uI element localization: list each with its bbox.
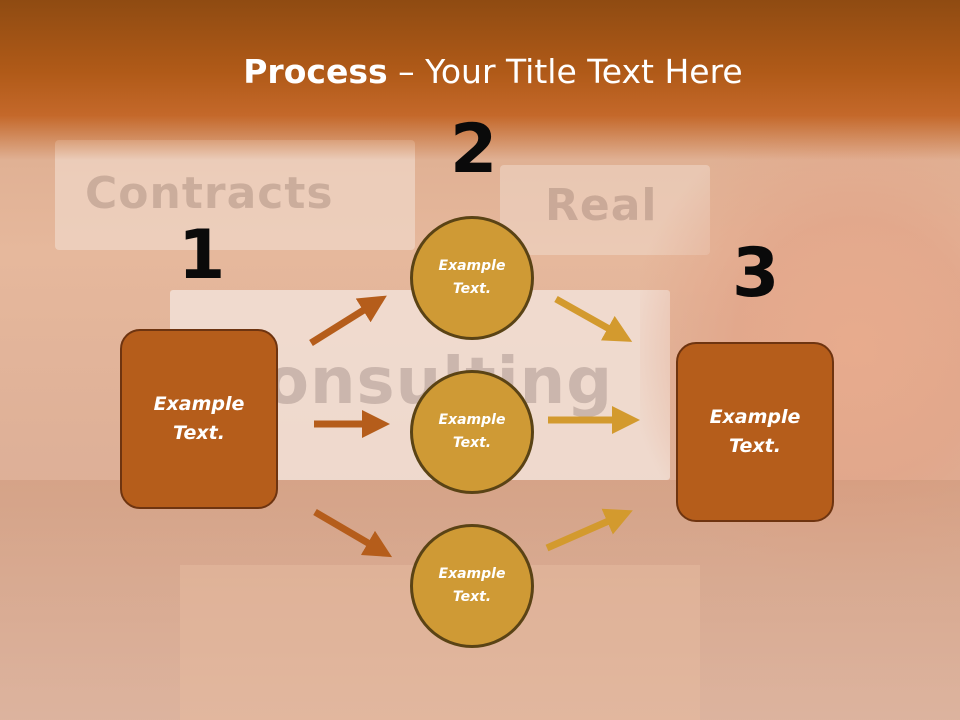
- arrow-down-right: [554, 295, 633, 342]
- background-word: Real: [545, 180, 658, 231]
- arrow-up-right: [545, 508, 633, 552]
- step-circle: Example Text.: [410, 524, 534, 648]
- step-circle-text: Example Text.: [438, 258, 506, 297]
- arrow-up-left: [309, 295, 387, 346]
- step-number: 3: [732, 234, 780, 313]
- header-band: [0, 0, 960, 160]
- step-box-text: Example Text.: [709, 406, 801, 457]
- step-box-1: Example Text.: [120, 329, 278, 509]
- step-circle-text: Example Text.: [438, 566, 506, 605]
- step-box-text: Example Text.: [153, 393, 245, 444]
- step-number: 2: [450, 110, 498, 189]
- step-circle-text: Example Text.: [438, 412, 506, 451]
- background-word: Contracts: [85, 168, 334, 219]
- arrow-down-left: [313, 508, 393, 558]
- step-box-3: Example Text.: [676, 342, 834, 522]
- slide-title: Process – Your Title Text Here: [0, 52, 960, 91]
- step-circle: Example Text.: [410, 370, 534, 494]
- title-rest: – Your Title Text Here: [387, 52, 743, 91]
- title-bold: Process: [243, 52, 388, 91]
- step-circle: Example Text.: [410, 216, 534, 340]
- step-number: 1: [178, 216, 226, 295]
